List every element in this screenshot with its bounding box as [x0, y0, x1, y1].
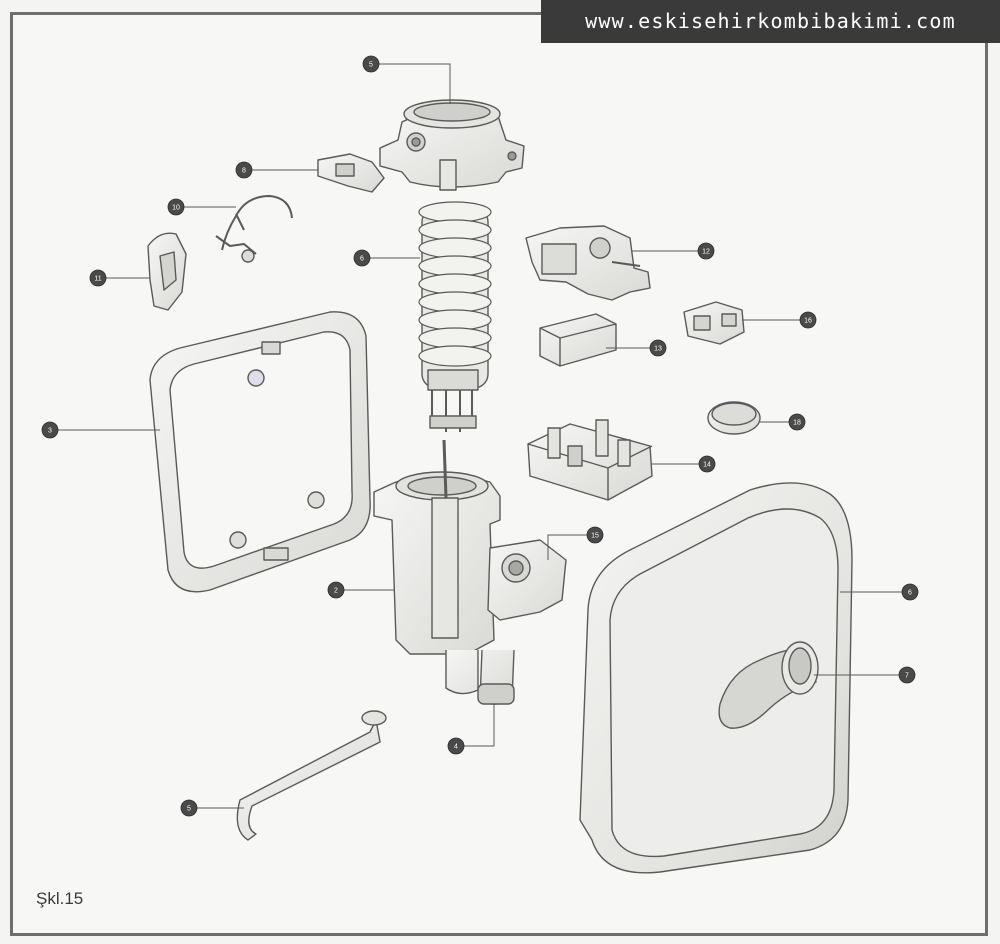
callout-badge-circle	[649, 339, 667, 357]
clip-part	[147, 232, 187, 311]
watermark-banner: www.eskisehirkombibakimi.com	[541, 0, 1000, 43]
callout-badge-circle	[788, 413, 806, 431]
callout-number: 10	[172, 205, 180, 212]
callout-number: 11	[94, 276, 101, 283]
callout-number: 5	[187, 806, 191, 813]
callout-badge-circle	[235, 161, 253, 179]
callout-number: 6	[908, 590, 912, 597]
callout-badge-circle	[41, 421, 59, 439]
solenoid-valve-part	[525, 225, 651, 301]
callout-number: 5	[369, 62, 373, 69]
callout-block: 13	[649, 339, 667, 357]
callout-number: 14	[703, 462, 711, 469]
callout-badge-circle	[898, 666, 916, 684]
callout-knob: 7	[898, 666, 916, 684]
callout-backcover: 3	[41, 421, 59, 439]
callout-bracket: 8	[235, 161, 253, 179]
callout-number: 3	[48, 428, 52, 435]
callout-number: 12	[702, 249, 710, 256]
callout-number: 13	[654, 346, 662, 353]
callout-badge-circle	[447, 737, 465, 755]
callout-number: 18	[793, 420, 801, 427]
callout-frontcover: 6	[901, 583, 919, 601]
callout-badge-circle	[586, 526, 604, 544]
callout-flange: 15	[586, 526, 604, 544]
callout-coil: 6	[353, 249, 371, 267]
callout-badge-circle	[167, 198, 185, 216]
callout-number: 4	[454, 744, 458, 751]
leader-lines	[50, 63, 910, 809]
disc-part	[707, 401, 761, 435]
callout-wire: 10	[167, 198, 185, 216]
plug-part	[683, 301, 745, 345]
callout-valve: 12	[697, 242, 715, 260]
bracket-part	[317, 153, 385, 193]
back-cover-frame	[149, 311, 371, 593]
callout-badge-circle	[180, 799, 198, 817]
relay-block-part	[539, 313, 617, 367]
callout-badge-circle	[362, 55, 380, 73]
callout-number: 16	[804, 318, 812, 325]
callout-badge-circle	[901, 583, 919, 601]
front-cover	[579, 482, 853, 874]
figure-caption: Şkl.15	[36, 889, 84, 908]
callout-badge-circle	[799, 311, 817, 329]
callout-tank: 2	[327, 581, 345, 599]
callout-pipe: 5	[180, 799, 198, 817]
callout-outlet: 4	[447, 737, 465, 755]
callout-number: 2	[334, 588, 338, 595]
callout-terminal: 14	[698, 455, 716, 473]
water-tank-body	[373, 439, 567, 705]
callout-disc: 18	[788, 413, 806, 431]
callout-badges: 5 8 10 6 11 12 16 13 3 18 14 15 2 6 7 4 5	[41, 55, 919, 817]
callout-badge-circle	[353, 249, 371, 267]
callout-top: 5	[362, 55, 380, 73]
callout-badge-circle	[89, 269, 107, 287]
callout-badge-circle	[697, 242, 715, 260]
callout-number: 6	[360, 256, 364, 263]
callout-badge-circle	[327, 581, 345, 599]
callout-badge-circle	[698, 455, 716, 473]
top-outlet-housing	[379, 99, 525, 191]
callout-number: 8	[242, 168, 246, 175]
callout-number: 15	[591, 533, 599, 540]
heating-coil-part	[418, 201, 492, 432]
terminal-block-part	[527, 419, 653, 501]
bent-pipe-part	[236, 710, 387, 841]
callout-plug: 16	[799, 311, 817, 329]
callout-number: 7	[905, 673, 909, 680]
callout-clip: 11	[89, 269, 107, 287]
wire-spring-part	[215, 195, 293, 263]
